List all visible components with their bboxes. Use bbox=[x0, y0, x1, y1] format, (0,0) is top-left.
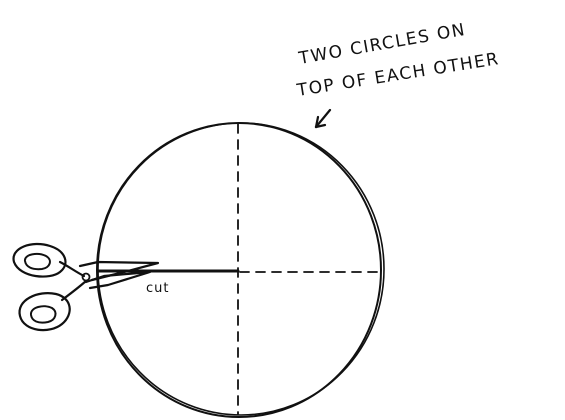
annotation: TWO CIRCLES ON TOP OF EACH OTHER bbox=[295, 20, 501, 101]
circle-back bbox=[97, 122, 385, 416]
cut-label: cut bbox=[146, 281, 169, 296]
arrow-down-left-icon bbox=[314, 108, 332, 129]
fold-lines bbox=[237, 123, 381, 415]
scissors-icon bbox=[12, 242, 160, 332]
